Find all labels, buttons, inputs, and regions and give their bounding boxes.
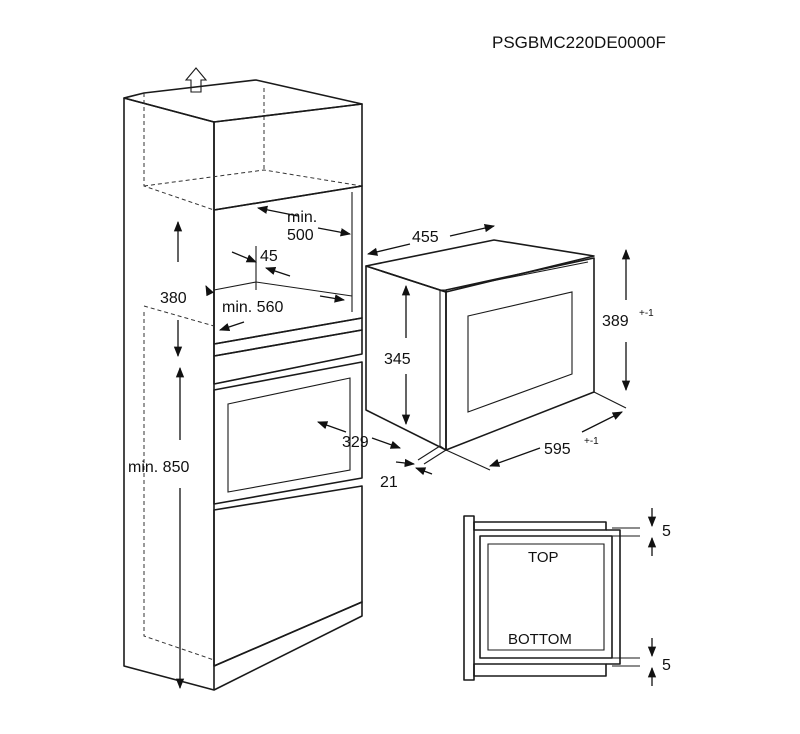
- detail-top-board: [473, 521, 607, 531]
- dim-oven-offset: 329: [342, 434, 369, 451]
- detail-top-label: TOP: [528, 549, 559, 566]
- lower-oven-window: [227, 377, 351, 493]
- model-code: PSGBMC220DE0000F: [492, 33, 666, 52]
- detail-bottom-board: [473, 663, 607, 677]
- dim-front-width-tolerance: +-1: [584, 436, 599, 447]
- dim-niche-min-depth: min. 560: [222, 299, 283, 316]
- detail-oven-inner: [487, 543, 605, 651]
- dim-front-width: 595: [544, 441, 571, 458]
- oven-body-top: [365, 239, 595, 293]
- niche-shelf: [213, 317, 363, 357]
- detail-left-panel: [463, 515, 475, 681]
- dim-front-thickness: 21: [380, 474, 398, 491]
- top-compartment-front: [213, 103, 363, 211]
- dim-cabinet-min-label: min.: [287, 209, 317, 226]
- detail-bottom-gap: 5: [662, 657, 671, 674]
- tall-cabinet: [123, 79, 363, 691]
- dim-cabinet-min-width: 500: [287, 227, 314, 244]
- dim-oven-width-top: 455: [412, 229, 439, 246]
- dim-oven-height-right: 389: [602, 313, 629, 330]
- cabinet-top: [123, 79, 363, 123]
- detail-bottom-label: BOTTOM: [508, 631, 572, 648]
- dim-niche-height: 380: [160, 290, 187, 307]
- bottom-cabinet-door: [213, 485, 363, 667]
- microwave-oven: [365, 239, 595, 452]
- dim-cabinet-min-height: min. 850: [128, 459, 189, 476]
- oven-window: [467, 291, 573, 413]
- dim-oven-height-tolerance: +-1: [639, 308, 654, 319]
- section-detail: [463, 515, 640, 681]
- dim-gap-45: 45: [260, 248, 278, 265]
- cabinet-side-panel: [123, 97, 215, 691]
- lower-oven-door: [213, 361, 363, 505]
- detail-top-gap: 5: [662, 523, 671, 540]
- dim-oven-body-height: 345: [384, 351, 411, 368]
